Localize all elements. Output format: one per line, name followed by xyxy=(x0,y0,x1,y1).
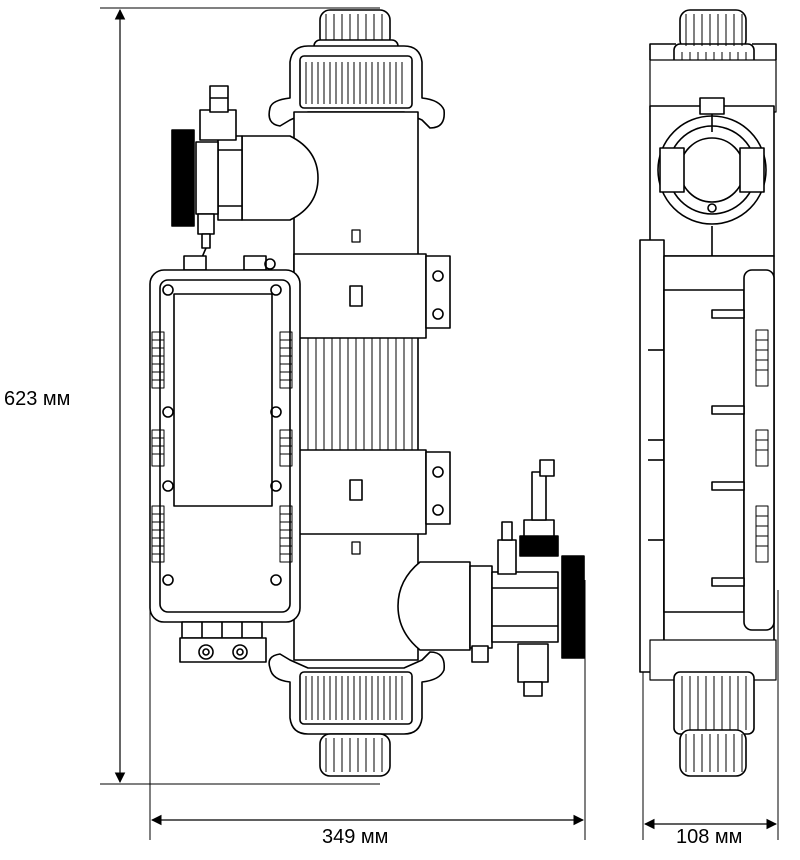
upper-clamp xyxy=(293,253,451,339)
main-body xyxy=(293,111,419,661)
side-view xyxy=(639,9,777,777)
front-view xyxy=(149,9,585,777)
upper-left-fitting xyxy=(171,85,319,263)
top-end-cap xyxy=(268,9,446,129)
lower-right-fitting xyxy=(397,459,585,697)
height-dimension-label: 623 мм xyxy=(4,388,71,410)
control-box xyxy=(149,255,301,663)
bottom-end-cap xyxy=(268,651,446,777)
depth-dimension-label: 108 мм xyxy=(676,826,743,848)
lower-clamp xyxy=(293,449,451,535)
width-dimension-label: 349 мм xyxy=(322,826,389,848)
